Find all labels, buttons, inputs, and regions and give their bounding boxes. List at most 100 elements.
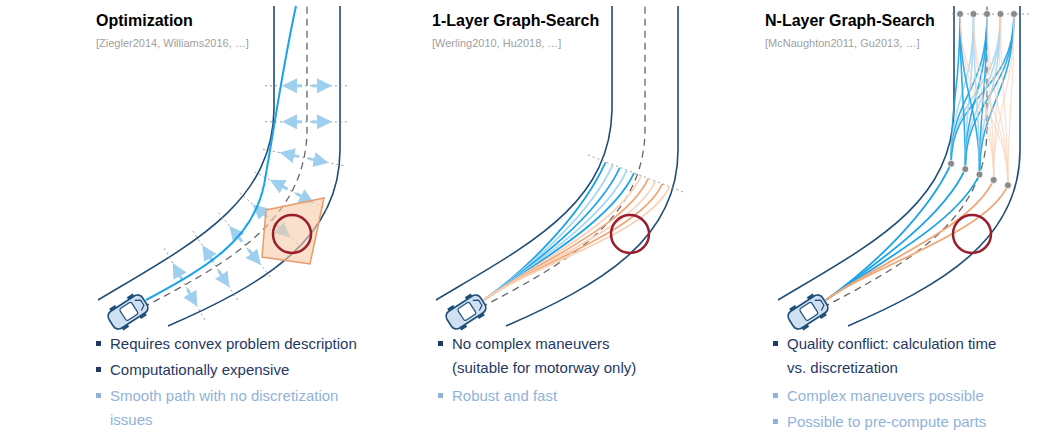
gradient-arrow [309, 159, 326, 162]
graph-edge [826, 185, 1008, 300]
graph-edge [974, 14, 994, 180]
graph-edge [826, 169, 965, 300]
bullet-item-muted: Robust and fast [452, 384, 657, 408]
label-text: Smooth path with no discretization issue… [110, 384, 385, 432]
normal-line [263, 149, 345, 166]
car-body [106, 293, 150, 332]
candidate-path [484, 184, 662, 300]
bullet-square [438, 341, 443, 346]
label-text: [McNaughton2011, Gu2013, …] [765, 36, 920, 50]
graph-node [1011, 11, 1018, 18]
graph-edge [987, 14, 1008, 185]
road-edge [506, 6, 678, 326]
label-text: [Ziegler2014, Williams2016, …] [96, 36, 249, 50]
bullet-square [96, 367, 101, 372]
gradient-arrow [187, 289, 195, 304]
normal-line [265, 85, 349, 86]
graph-node [976, 171, 983, 178]
graph-edge [1008, 14, 1014, 185]
label-text: Possible to pre-compute parts [787, 410, 1012, 434]
graph-edge [974, 14, 1008, 185]
label-text: Robust and fast [452, 384, 657, 408]
horizon-line [588, 155, 686, 193]
graph-node [970, 11, 977, 18]
n-layer-figure [778, 6, 1030, 334]
label-text: Quality conflict: calculation time vs. d… [787, 332, 1012, 380]
center-line [812, 6, 987, 313]
bullet-item: Quality conflict: calculation time vs. d… [787, 332, 1012, 380]
bullet-item-muted: Complex maneuvers possible [787, 384, 1012, 408]
gradient-arrow [272, 181, 287, 189]
candidate-path [484, 181, 655, 300]
bullet-item-muted: Possible to pre-compute parts [787, 410, 1012, 434]
graph-node [1004, 182, 1011, 189]
center-line [470, 6, 645, 313]
bullet-item: Requires convex problem description [110, 332, 385, 356]
bullet-square [773, 419, 778, 424]
normal-line [193, 231, 239, 302]
graph-edge [826, 180, 994, 300]
graph-node [948, 160, 955, 167]
car-detail [815, 298, 826, 311]
car-icon [784, 290, 832, 334]
graph-edge [960, 14, 980, 175]
car-cabin [119, 302, 138, 321]
label-text: 1-Layer Graph-Search [432, 10, 599, 32]
road-edge [848, 6, 1020, 326]
bullet-item: Computationally expensive [110, 358, 385, 382]
label-text: N-Layer Graph-Search [765, 10, 935, 32]
normal-line [164, 248, 205, 321]
citation: [Ziegler2014, Williams2016, …] [96, 36, 249, 50]
graph-node [984, 11, 991, 18]
gradient-arrow [283, 153, 300, 156]
road-edge [98, 6, 274, 300]
label-text: Requires convex problem description [110, 332, 385, 356]
car-icon [442, 290, 490, 334]
candidate-path [484, 176, 641, 300]
car-body [786, 293, 830, 332]
graph-edge [960, 14, 1008, 185]
gradient-arrow [219, 271, 228, 285]
bullet-square [96, 341, 101, 346]
gradient-arrow [312, 120, 329, 123]
graph-node [962, 166, 969, 173]
graph-node [990, 176, 997, 183]
gradient-arrow [285, 120, 302, 123]
graph-node [997, 11, 1004, 18]
bullet-square [96, 393, 101, 398]
car-icon [104, 290, 152, 334]
road-edge [778, 6, 954, 300]
gradient-arrow [174, 266, 182, 281]
candidate-path [484, 179, 648, 300]
panel-title: N-Layer Graph-Search [765, 10, 935, 32]
candidate-path [484, 162, 606, 300]
graph-edge [1001, 14, 1008, 185]
car-cabin [799, 302, 818, 321]
optimization-figure [98, 6, 349, 334]
road-edge [436, 6, 612, 300]
car-detail [135, 298, 146, 311]
bullet-square [438, 393, 443, 398]
citation: [McNaughton2011, Gu2013, …] [765, 36, 920, 50]
one-layer-figure [436, 6, 686, 334]
car-cabin [457, 302, 476, 321]
normal-line [265, 121, 349, 122]
gradient-arrow [248, 249, 259, 262]
bullet-square [773, 393, 778, 398]
label-text: Optimization [96, 10, 193, 32]
obstacle-circle [953, 215, 991, 253]
center-line [132, 6, 307, 313]
graph-node [957, 11, 964, 18]
panel-title: 1-Layer Graph-Search [432, 10, 599, 32]
bullet-item: No complex maneuvers (suitable for motor… [452, 332, 657, 380]
gradient-arrow [285, 84, 302, 87]
car-detail [473, 298, 484, 311]
label-text: [Werling2010, Hu2018, …] [432, 36, 561, 50]
label-text: Complex maneuvers possible [787, 384, 1012, 408]
constraint-polygon [262, 198, 324, 264]
citation: [Werling2010, Hu2018, …] [432, 36, 561, 50]
optimized-path [146, 6, 296, 300]
label-text: Computationally expensive [110, 358, 385, 382]
graph-edge [826, 175, 980, 301]
obstacle-circle [611, 215, 649, 253]
